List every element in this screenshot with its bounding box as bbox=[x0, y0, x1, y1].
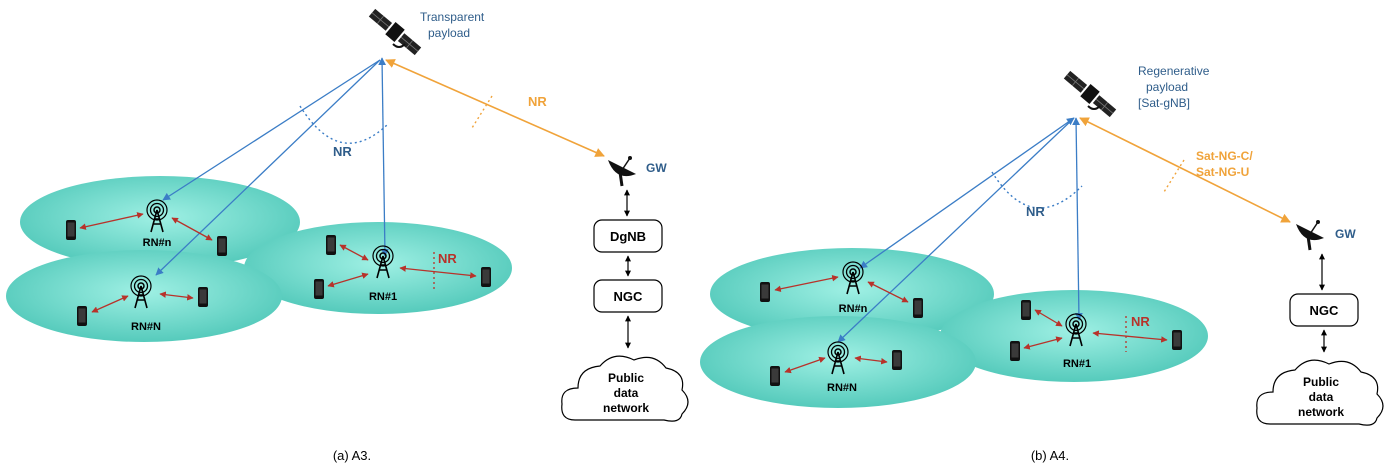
ue-link bbox=[1034, 309, 1063, 327]
payload-label-line2: payload bbox=[1146, 80, 1188, 94]
access-link-rn-n bbox=[162, 59, 381, 201]
access-link-rn-1 bbox=[378, 57, 389, 257]
ue-phone-icon bbox=[314, 279, 324, 299]
cloud-label-line3: network bbox=[603, 401, 649, 415]
payload-label-line1: Regenerative bbox=[1138, 64, 1210, 78]
ue-phone-icon bbox=[326, 235, 336, 255]
payload-label-line2: payload bbox=[428, 26, 470, 40]
ue-phone-icon bbox=[1010, 341, 1020, 361]
dgnb-label: DgNB bbox=[610, 229, 646, 244]
cell-rn-1 bbox=[244, 222, 512, 314]
ue-phone-icon bbox=[1172, 330, 1182, 350]
gateway-dish-icon bbox=[606, 154, 638, 188]
access-nr-label: NR bbox=[1026, 204, 1045, 219]
satellite-icon bbox=[1060, 67, 1120, 121]
satellite-icon bbox=[365, 5, 425, 59]
feeder-link bbox=[1079, 117, 1291, 223]
ue-phone-icon bbox=[217, 236, 227, 256]
ngc-label: NGC bbox=[614, 289, 644, 304]
public-data-network-cloud bbox=[1256, 359, 1384, 426]
caption-b: (b) A4. bbox=[1031, 448, 1069, 463]
public-data-network-cloud bbox=[561, 355, 689, 422]
feeder-nr-label: NR bbox=[528, 94, 547, 109]
ue-phone-icon bbox=[892, 350, 902, 370]
feeder-cut-mark bbox=[471, 95, 493, 129]
ue-link bbox=[79, 212, 144, 230]
ngc-box bbox=[1289, 293, 1359, 327]
rn-n-label: RN#n bbox=[839, 303, 868, 315]
local-nr-label: NR bbox=[438, 251, 457, 266]
rn-1-label: RN#1 bbox=[1063, 358, 1091, 370]
ue-phone-icon bbox=[913, 298, 923, 318]
access-nr-label: NR bbox=[333, 144, 352, 159]
feeder-label-line2: Sat-NG-U bbox=[1196, 165, 1249, 179]
ngc-box bbox=[593, 279, 663, 313]
rn-N-label: RN#N bbox=[827, 382, 857, 394]
ngc-label: NGC bbox=[1310, 303, 1340, 318]
cell-rn-1 bbox=[940, 290, 1208, 382]
access-link-rn-n bbox=[859, 117, 1075, 269]
ue-phone-icon bbox=[770, 366, 780, 386]
access-link-rn-1 bbox=[1072, 117, 1083, 321]
access-nr-arc bbox=[299, 105, 389, 144]
cloud-label-line2: data bbox=[1309, 390, 1334, 404]
ue-link bbox=[159, 291, 194, 301]
gw-label: GW bbox=[646, 161, 667, 175]
ue-link bbox=[91, 295, 129, 313]
feeder-link bbox=[385, 59, 605, 157]
payload-label-line3: [Sat-gNB] bbox=[1138, 96, 1190, 110]
rn-1-label: RN#1 bbox=[369, 291, 397, 303]
ue-link bbox=[327, 272, 369, 288]
feeder-label-line1: Sat-NG-C/ bbox=[1196, 149, 1253, 163]
feeder-cut-mark bbox=[1163, 159, 1185, 193]
gw-label: GW bbox=[1335, 227, 1356, 241]
cloud-label-line3: network bbox=[1298, 405, 1344, 419]
ue-link bbox=[1023, 336, 1063, 350]
ue-link bbox=[774, 274, 839, 293]
dgnb-box bbox=[593, 219, 663, 253]
cloud-label-line2: data bbox=[614, 386, 639, 400]
cloud-label-line1: Public bbox=[1303, 375, 1339, 389]
local-nr-label: NR bbox=[1131, 314, 1150, 329]
payload-label-line1: Transparent bbox=[420, 10, 485, 24]
ue-phone-icon bbox=[481, 267, 491, 287]
access-link-rn-N bbox=[837, 117, 1075, 343]
ue-link bbox=[867, 281, 909, 303]
gateway-dish-icon bbox=[1294, 218, 1326, 252]
cell-rn-n bbox=[710, 248, 994, 340]
rn-N-label: RN#N bbox=[131, 321, 161, 333]
ue-link bbox=[171, 217, 213, 241]
ue-link bbox=[399, 265, 477, 279]
caption-a: (a) A3. bbox=[333, 448, 371, 463]
ue-phone-icon bbox=[66, 220, 76, 240]
panel-a: Transparent payload NR NR RN#n RN#N RN#1… bbox=[6, 5, 689, 463]
ue-phone-icon bbox=[198, 287, 208, 307]
ue-link bbox=[1092, 330, 1168, 343]
ue-link bbox=[784, 356, 826, 374]
ue-link bbox=[339, 244, 369, 261]
rn-n-label: RN#n bbox=[143, 237, 172, 249]
ue-phone-icon bbox=[760, 282, 770, 302]
cloud-label-line1: Public bbox=[608, 371, 644, 385]
ue-phone-icon bbox=[1021, 300, 1031, 320]
ue-phone-icon bbox=[77, 306, 87, 326]
ue-link bbox=[854, 355, 888, 365]
access-nr-arc bbox=[991, 171, 1083, 209]
panel-b: Regenerative payload [Sat-gNB] Sat-NG-C/… bbox=[700, 64, 1384, 463]
